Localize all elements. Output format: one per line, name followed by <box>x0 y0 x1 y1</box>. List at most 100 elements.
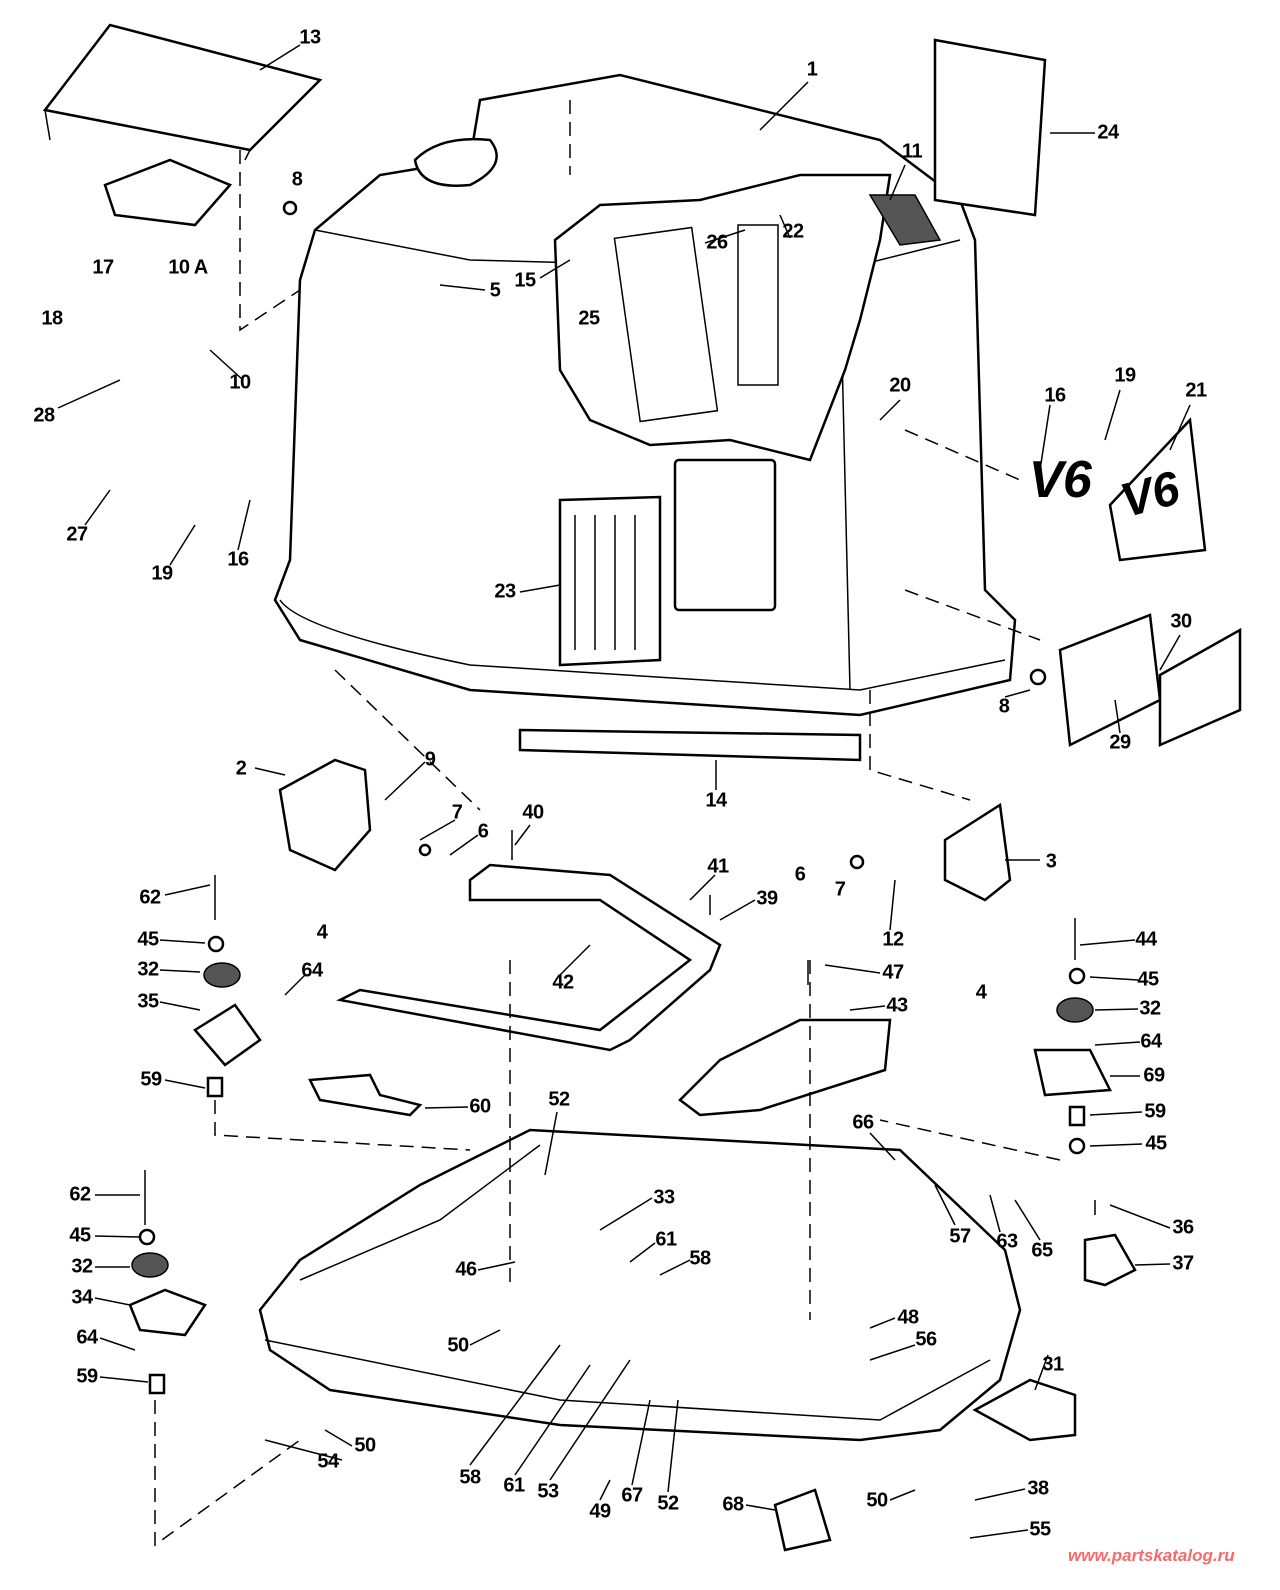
callout-32: 32 <box>137 958 159 981</box>
callout-27: 27 <box>66 523 88 546</box>
callout-40: 40 <box>522 801 544 824</box>
watermark: www.partskatalog.ru <box>1068 1546 1235 1565</box>
callout-14: 14 <box>705 789 727 812</box>
handle-60 <box>308 1073 423 1117</box>
callout-54: 54 <box>317 1450 339 1473</box>
callout-59: 59 <box>1144 1100 1166 1123</box>
callout-50: 50 <box>354 1434 376 1457</box>
callout-63: 63 <box>996 1230 1018 1253</box>
callout-7: 7 <box>451 801 463 824</box>
callout-64: 64 <box>301 959 323 982</box>
callout-64: 64 <box>1140 1030 1162 1053</box>
lower-pan-49 <box>258 1128 1022 1442</box>
callout-20: 20 <box>889 374 911 397</box>
callout-34: 34 <box>71 1286 93 1309</box>
callout-1: 1 <box>806 58 818 81</box>
callout-58: 58 <box>459 1466 481 1489</box>
callout-22: 22 <box>782 220 804 243</box>
cover-43 <box>678 1018 892 1117</box>
callout-21: 21 <box>1185 379 1207 402</box>
callout-45: 45 <box>1145 1132 1167 1155</box>
callout-25: 25 <box>578 307 600 330</box>
callout-59: 59 <box>140 1068 162 1091</box>
callout-42: 42 <box>552 971 574 994</box>
callout-2: 2 <box>235 757 247 780</box>
bracket-2 <box>278 758 372 872</box>
callout-17: 17 <box>92 256 114 279</box>
callout-3: 3 <box>1045 850 1057 873</box>
callout-56: 56 <box>915 1328 937 1351</box>
callout-53: 53 <box>537 1480 559 1503</box>
callout-6: 6 <box>477 820 489 843</box>
callout-66: 66 <box>852 1111 874 1134</box>
callout-35: 35 <box>137 990 159 1013</box>
callout-62: 62 <box>69 1183 91 1206</box>
callout-44: 44 <box>1135 928 1157 951</box>
callout-65: 65 <box>1031 1239 1053 1262</box>
callout-16: 16 <box>227 548 249 571</box>
callout-28: 28 <box>33 404 55 427</box>
callout-24: 24 <box>1097 121 1119 144</box>
callout-47: 47 <box>882 961 904 984</box>
callout-67: 67 <box>621 1484 643 1507</box>
callout-26: 26 <box>706 231 728 254</box>
callout-19: 19 <box>1114 364 1136 387</box>
seal-14 <box>518 728 862 762</box>
callout-31: 31 <box>1042 1353 1064 1376</box>
plate-29 <box>1058 613 1162 747</box>
callout-18: 18 <box>41 307 63 330</box>
bracket-3 <box>943 802 1012 902</box>
cover-68 <box>773 1488 832 1552</box>
grille-24 <box>933 38 1047 217</box>
callout-37: 37 <box>1172 1252 1194 1275</box>
callout-10a: 10 A <box>168 256 208 279</box>
callout-32: 32 <box>71 1255 93 1278</box>
badge-v6-16: V6 <box>1028 451 1092 509</box>
callout-43: 43 <box>886 994 908 1017</box>
callout-29: 29 <box>1109 731 1131 754</box>
callout-64: 64 <box>76 1326 98 1349</box>
callout-59: 59 <box>76 1365 98 1388</box>
callout-30: 30 <box>1170 610 1192 633</box>
callout-55: 55 <box>1029 1518 1051 1541</box>
callout-57: 57 <box>949 1225 971 1248</box>
callout-33: 33 <box>653 1186 675 1209</box>
dashed-guides <box>154 100 1061 1547</box>
handle-31 <box>972 1378 1077 1442</box>
callout-61: 61 <box>655 1228 677 1251</box>
callout-52: 52 <box>548 1088 570 1111</box>
callout-7: 7 <box>834 878 846 901</box>
fasteners <box>128 200 1137 1395</box>
callout-9: 9 <box>424 748 436 771</box>
leader-lines <box>57 44 1191 1539</box>
hood-cover-13 <box>42 23 323 161</box>
callout-4: 4 <box>975 981 987 1004</box>
callout-23: 23 <box>494 580 516 603</box>
callout-6: 6 <box>794 863 806 886</box>
callout-58: 58 <box>689 1247 711 1270</box>
callout-45: 45 <box>1137 968 1159 991</box>
callout-38: 38 <box>1027 1477 1049 1500</box>
callout-68: 68 <box>722 1493 744 1516</box>
callout-16: 16 <box>1044 384 1066 407</box>
callout-41: 41 <box>707 855 729 878</box>
callout-12: 12 <box>882 928 904 951</box>
window-panel <box>673 458 777 612</box>
grille-23-slots <box>574 515 636 650</box>
decal-30 <box>1158 627 1242 747</box>
callout-39: 39 <box>756 887 778 910</box>
callout-45: 45 <box>137 928 159 951</box>
motor-cover-top <box>273 73 1017 717</box>
callout-15: 15 <box>514 269 536 292</box>
frame-41 <box>336 863 722 1052</box>
callout-50: 50 <box>866 1489 888 1512</box>
callout-50: 50 <box>447 1334 469 1357</box>
callout-5: 5 <box>489 279 501 302</box>
callout-69: 69 <box>1143 1064 1165 1087</box>
callout-52: 52 <box>657 1492 679 1515</box>
callout-60: 60 <box>469 1095 491 1118</box>
callout-48: 48 <box>897 1306 919 1329</box>
retainer-17 <box>103 158 233 227</box>
callout-62: 62 <box>139 886 161 909</box>
callout-13: 13 <box>299 26 321 49</box>
